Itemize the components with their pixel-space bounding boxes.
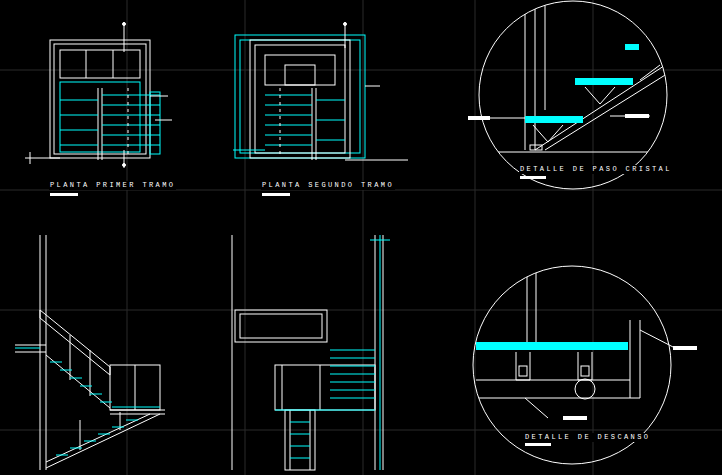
view-title: DETALLE DE DESCANSO (524, 433, 651, 442)
view-title: DETALLE DE PASO CRISTAL (519, 165, 673, 174)
view-title: PLANTA PRIMER TRAMO (49, 181, 176, 190)
view-title: PLANTA SEGUNDO TRAMO (261, 181, 395, 190)
